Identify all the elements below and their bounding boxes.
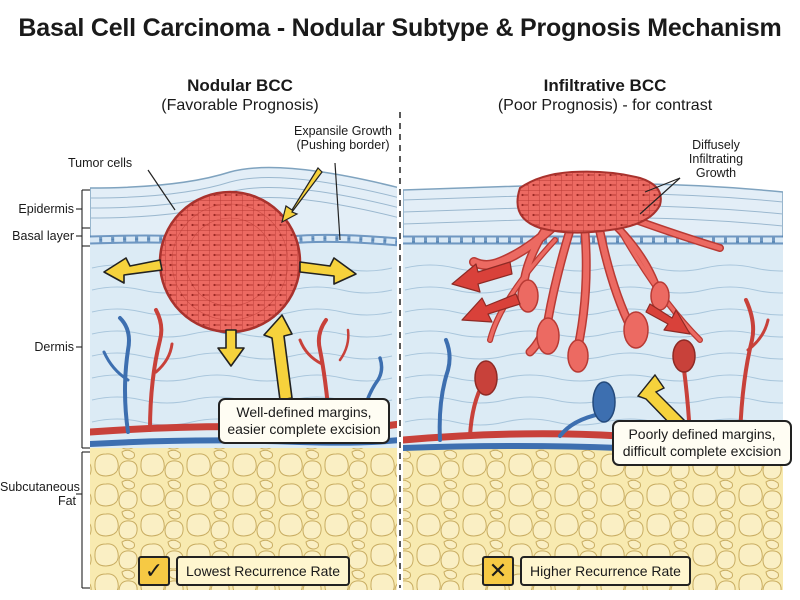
tumor-cells-label: Tumor cells bbox=[68, 156, 133, 170]
left-leader-lines bbox=[147, 162, 341, 241]
left-panel-subheading: (Favorable Prognosis) bbox=[161, 97, 319, 114]
left-recurrence-text: Lowest Recurrence Rate bbox=[176, 556, 351, 586]
infiltrative-tumor bbox=[469, 170, 724, 373]
right-callout-line-1: Poorly defined margins, bbox=[628, 426, 776, 442]
left-callout: Well-defined margins, easier complete ex… bbox=[218, 398, 390, 444]
vessel-bulb-3 bbox=[672, 339, 696, 373]
page-title: Basal Cell Carcinoma - Nodular Subtype &… bbox=[18, 14, 782, 42]
expansile-line-2: (Pushing border) bbox=[296, 138, 390, 152]
left-recurrence-badge: ✓ Lowest Recurrence Rate bbox=[138, 556, 351, 586]
right-callout-line-2: difficult complete excision bbox=[622, 443, 782, 459]
expansile-growth-label: Expansile Growth (Pushing border) bbox=[288, 124, 398, 152]
left-callout-line-1: Well-defined margins, bbox=[236, 404, 372, 420]
dermis-label: Dermis bbox=[34, 340, 74, 354]
right-recurrence-text: Higher Recurrence Rate bbox=[520, 556, 691, 586]
diffuse-growth-label: Diffusely Infiltrating Growth bbox=[676, 138, 756, 180]
right-red-arrows bbox=[451, 261, 691, 335]
expansile-pointer-arrow bbox=[281, 167, 323, 224]
left-panel-heading: Nodular BCC bbox=[187, 76, 293, 95]
subcutaneous-fat-label: Subcutaneous Fat bbox=[0, 480, 80, 508]
subcutaneous-line-2: Fat bbox=[57, 494, 76, 508]
epidermis-label: Epidermis bbox=[18, 202, 74, 216]
basal-layer-label: Basal layer bbox=[12, 229, 74, 243]
right-panel-subheading: (Poor Prognosis) - for contrast bbox=[497, 97, 713, 114]
cross-icon: ✕ bbox=[482, 556, 514, 586]
subcutaneous-line-1: Subcutaneous bbox=[0, 480, 80, 494]
vessel-bulb-1 bbox=[474, 360, 498, 396]
right-callout: Poorly defined margins, difficult comple… bbox=[612, 420, 792, 466]
checkmark-icon: ✓ bbox=[138, 556, 170, 586]
right-leader-lines bbox=[639, 177, 681, 215]
vessel-bulb-2 bbox=[592, 381, 616, 423]
left-yellow-arrows bbox=[103, 257, 357, 401]
right-recurrence-badge: ✕ Higher Recurrence Rate bbox=[482, 556, 691, 586]
layer-bracket bbox=[76, 189, 90, 589]
nodular-tumor bbox=[158, 190, 302, 334]
diffuse-line-1: Diffusely bbox=[692, 138, 740, 152]
diffuse-line-3: Growth bbox=[695, 166, 737, 180]
right-panel-header: Infiltrative BCC (Poor Prognosis) - for … bbox=[440, 76, 770, 116]
diffuse-line-2: Infiltrating bbox=[688, 152, 744, 166]
left-callout-line-2: easier complete excision bbox=[227, 421, 381, 437]
expansile-line-1: Expansile Growth bbox=[294, 124, 392, 138]
right-panel-heading: Infiltrative BCC bbox=[543, 76, 667, 95]
left-panel-header: Nodular BCC (Favorable Prognosis) bbox=[90, 76, 390, 116]
